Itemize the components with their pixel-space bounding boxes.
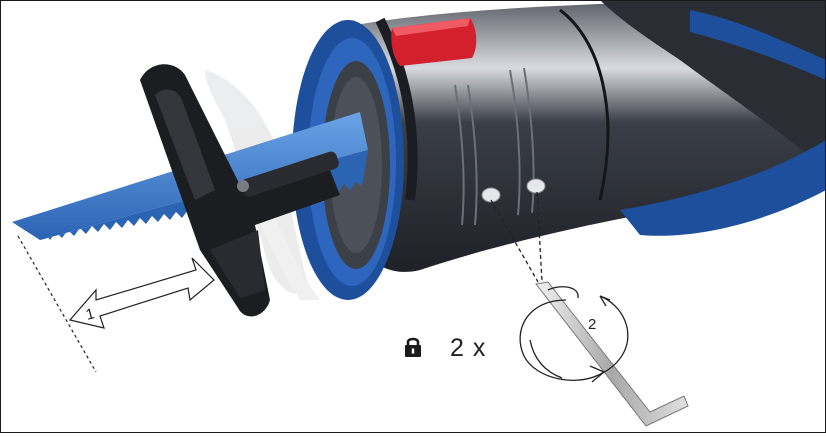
rotation-arrows [519, 286, 629, 383]
saw-body [322, 0, 826, 272]
red-release-lever [391, 18, 477, 66]
saw-shoe [140, 64, 340, 317]
screw-guide-lines [490, 191, 543, 283]
blade-guide-line [17, 235, 97, 373]
repeat-count-label: 2 x [450, 334, 487, 362]
hex-key-wrench [535, 281, 689, 427]
slide-double-arrow [68, 257, 215, 329]
step-2-label: 2 [588, 316, 597, 333]
padlock-icon [405, 337, 421, 357]
screw-heads [481, 178, 546, 203]
